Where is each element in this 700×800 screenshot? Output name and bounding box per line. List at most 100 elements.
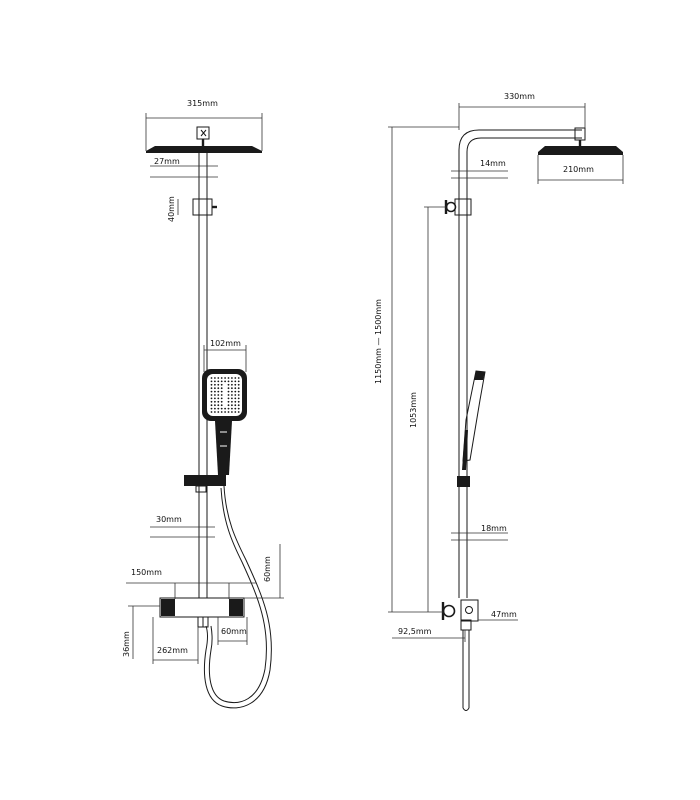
- nozzle-dot: [227, 394, 230, 396]
- nozzle-dot: [210, 407, 213, 410]
- nozzle-dot: [217, 380, 220, 383]
- nozzle-dot: [214, 411, 216, 413]
- side-upper-bracket: [454, 198, 472, 216]
- nozzle-dot: [227, 400, 230, 403]
- nozzle-dot: [217, 407, 220, 410]
- nozzle-dot: [214, 394, 216, 396]
- nozzle-dot: [220, 387, 223, 390]
- nozzle-dot: [227, 387, 230, 390]
- side-valve-knob: [442, 604, 456, 618]
- head-plate: [146, 146, 262, 153]
- side-arm-outer: [458, 129, 582, 598]
- nozzle-dot: [214, 380, 216, 383]
- nozzle-dot: [220, 390, 223, 393]
- nozzle-dot: [217, 394, 220, 396]
- nozzle-dot: [234, 397, 237, 400]
- nozzle-dot: [234, 394, 237, 396]
- front-shower-head: [146, 126, 262, 153]
- hose-outer: [203, 485, 272, 709]
- nozzle-dot: [234, 390, 237, 393]
- upper-slider: [192, 198, 213, 216]
- nozzle-dot: [220, 407, 223, 410]
- dim-body-width-label: 262mm: [157, 646, 188, 655]
- nozzle-dot: [231, 394, 233, 396]
- side-connector-body: [460, 599, 479, 622]
- nozzle-dot: [234, 411, 237, 413]
- nozzle-dot: [220, 380, 223, 383]
- hand-shower-nozzles: [210, 377, 240, 413]
- nozzle-dot: [210, 400, 213, 403]
- nozzle-dot: [227, 404, 230, 407]
- nozzle-dot: [237, 377, 240, 379]
- nozzle-dot: [210, 387, 213, 390]
- nozzle-dot: [231, 407, 233, 410]
- nozzle-dot: [231, 400, 233, 403]
- lower-slider: [184, 475, 226, 486]
- side-connector-port: [465, 606, 473, 614]
- nozzle-dot: [227, 377, 230, 379]
- nozzle-dot: [237, 397, 240, 400]
- nozzle-dot: [224, 377, 227, 379]
- hand-shower-face: [207, 374, 242, 416]
- nozzle-dot: [217, 411, 220, 413]
- side-upper-knob: [445, 201, 457, 213]
- nozzle-dot: [217, 397, 220, 400]
- nozzle-dot: [210, 380, 213, 383]
- mixer-right-handle: [229, 599, 243, 616]
- nozzle-dot: [227, 407, 230, 410]
- hand-shower: [202, 369, 247, 475]
- nozzle-dot: [237, 380, 240, 383]
- nozzle-dot: [237, 407, 240, 410]
- nozzle-dot: [214, 387, 216, 390]
- hose-inner: [208, 487, 267, 704]
- nozzle-dot: [224, 411, 227, 413]
- nozzle-dot: [227, 383, 230, 386]
- nozzle-dot: [217, 390, 220, 393]
- dim-riser-top-pipe-label: 14mm: [480, 159, 506, 168]
- dim-handset-width-label: 102mm: [210, 339, 241, 348]
- nozzle-dot: [210, 404, 213, 407]
- nozzle-dot: [231, 387, 233, 390]
- dim-riser-height-label: 1053mm: [409, 392, 418, 428]
- nozzle-dot: [227, 380, 230, 383]
- nozzle-dot: [214, 383, 216, 386]
- dim-connector-depth-label: 47mm: [491, 610, 517, 619]
- nozzle-dot: [231, 377, 233, 379]
- nozzle-dot: [237, 387, 240, 390]
- nozzle-dot: [214, 400, 216, 403]
- nozzle-dot: [234, 400, 237, 403]
- nozzle-dot: [234, 380, 237, 383]
- nozzle-dot: [210, 377, 213, 379]
- side-view: 330mm 210mm 14mm 1150mm — 1500mm 1053mm …: [374, 92, 624, 711]
- nozzle-dot: [220, 400, 223, 403]
- hand-shower-handle: [215, 421, 232, 475]
- dim-slider-height-label: 40mm: [167, 196, 176, 222]
- mixer-body: [159, 597, 245, 628]
- nozzle-dot: [220, 411, 223, 413]
- mixer-left-handle: [161, 599, 175, 616]
- nozzle-dot: [220, 397, 223, 400]
- nozzle-dot: [214, 377, 216, 379]
- nozzle-dot: [210, 390, 213, 393]
- side-hand-shower-grip: [462, 430, 468, 470]
- nozzle-dot: [217, 383, 220, 386]
- nozzle-dot: [214, 407, 216, 410]
- nozzle-dot: [237, 411, 240, 413]
- nozzle-dot: [210, 383, 213, 386]
- nozzle-dot: [234, 383, 237, 386]
- nozzle-dot: [231, 404, 233, 407]
- head-swivel-mark: [200, 129, 207, 137]
- nozzle-dot: [217, 377, 220, 379]
- nozzle-dot: [210, 397, 213, 400]
- dim-body-offset-label: 150mm: [131, 568, 162, 577]
- nozzle-dot: [237, 383, 240, 386]
- nozzle-dot: [237, 404, 240, 407]
- side-hand-shower-top: [474, 371, 485, 380]
- dim-head-drop-label: 27mm: [154, 157, 180, 166]
- nozzle-dot: [210, 411, 213, 413]
- nozzle-dot: [237, 400, 240, 403]
- dim-total-height-label: 1150mm — 1500mm: [374, 299, 383, 384]
- nozzle-dot: [220, 404, 223, 407]
